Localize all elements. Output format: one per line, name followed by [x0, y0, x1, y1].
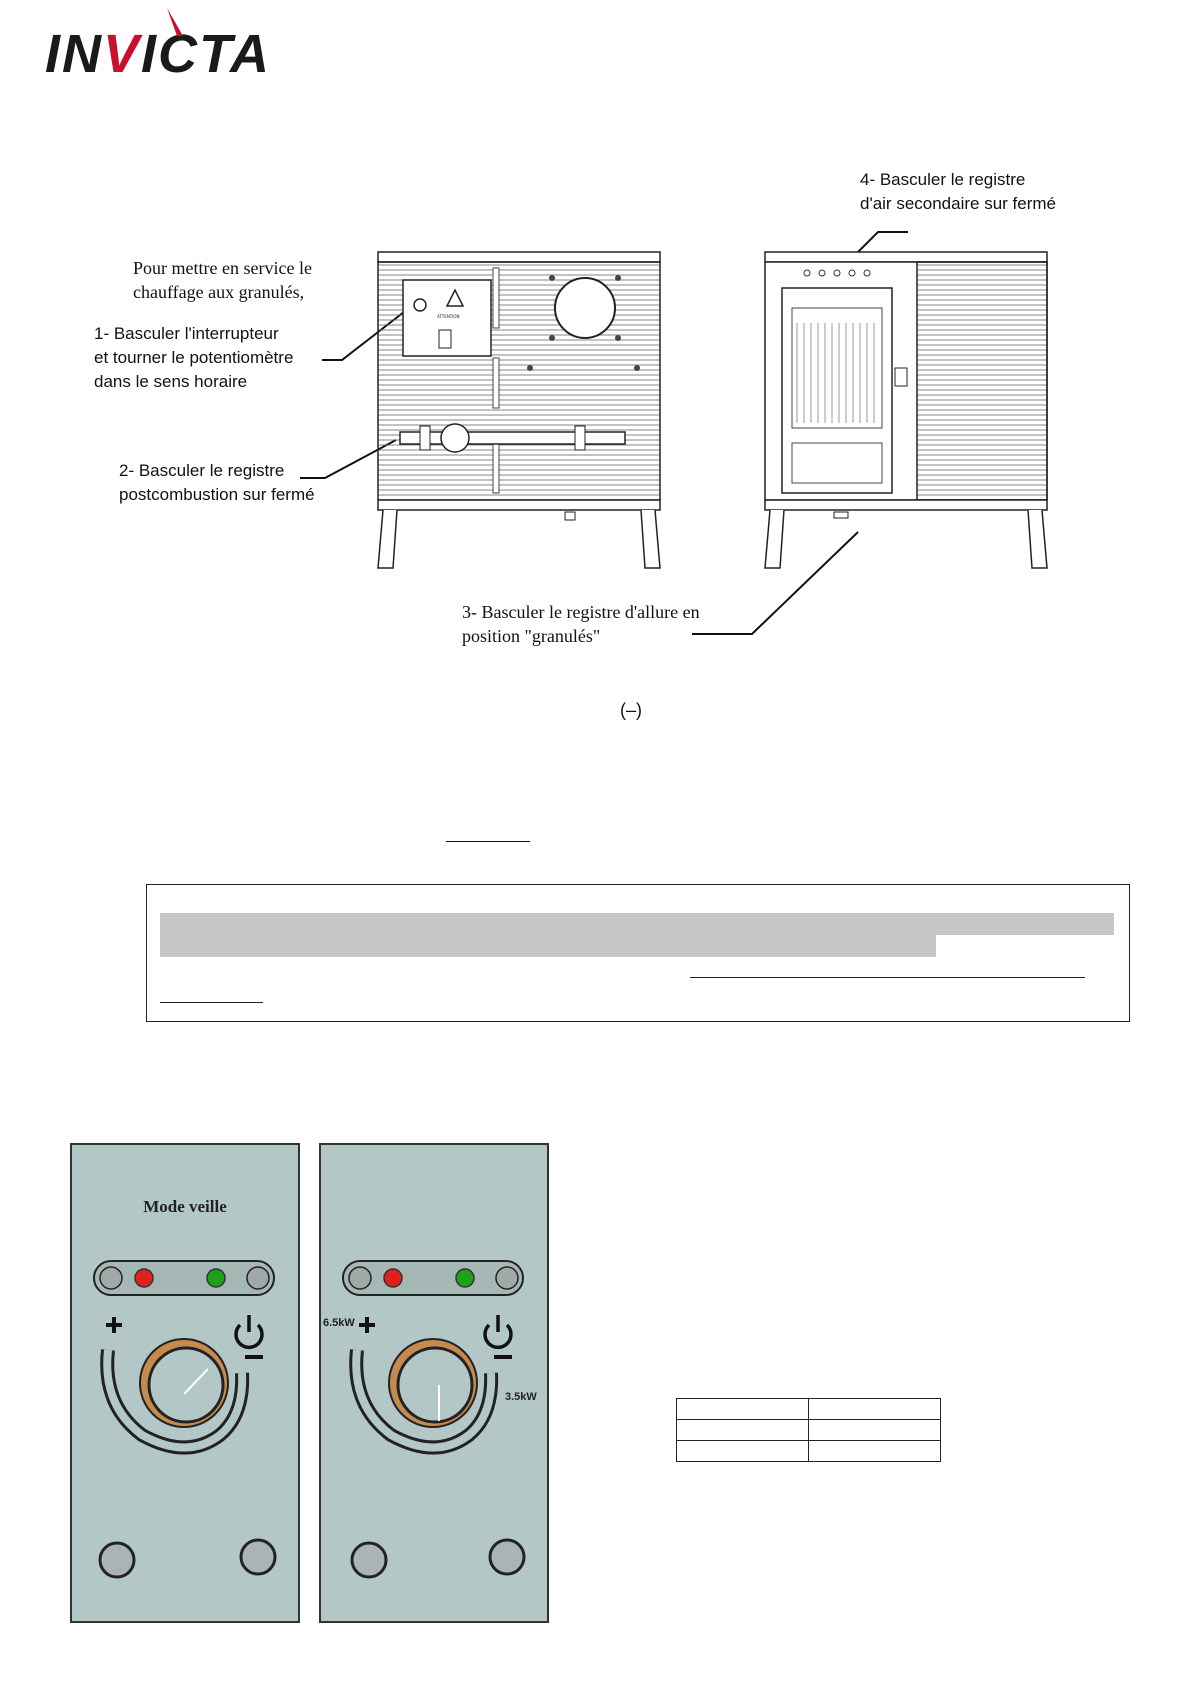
leader-line-step3 — [692, 531, 859, 635]
green-led-icon — [206, 1268, 226, 1288]
green-led-icon — [455, 1268, 475, 1288]
power-table — [676, 1398, 941, 1462]
highlight-bar-2 — [160, 935, 936, 957]
red-led-icon — [383, 1268, 403, 1288]
power-icon — [483, 1323, 513, 1350]
invicta-logo: INVICTA — [45, 8, 325, 88]
red-led-icon — [134, 1268, 154, 1288]
underline-stub — [446, 841, 530, 842]
note-underline-2 — [160, 1002, 263, 1003]
min-power-label: 3.5kW — [505, 1391, 537, 1403]
max-power-label: 6.5kW — [323, 1317, 355, 1329]
note-underline-1 — [690, 977, 1085, 978]
right-button-icon — [239, 1538, 277, 1576]
stove-front-view: ATTENTION — [377, 251, 661, 569]
power-icon — [234, 1323, 264, 1350]
control-panel-power: 6.5kW 3.5kW — [319, 1143, 549, 1623]
highlight-bar-1 — [160, 913, 1114, 935]
table-row — [676, 1440, 941, 1462]
leader-line-step2 — [300, 439, 397, 479]
control-panel-power-graphic — [342, 1260, 526, 1579]
right-button-icon — [488, 1538, 526, 1576]
stove-side-view — [764, 251, 1048, 569]
plus-icon — [359, 1317, 375, 1333]
svg-text:ATTENTION: ATTENTION — [437, 314, 460, 319]
left-button-icon — [350, 1541, 388, 1579]
standby-mode-title: Mode veille — [143, 1197, 227, 1216]
table-row — [676, 1419, 941, 1441]
control-panel-standby: Mode veille — [70, 1143, 300, 1623]
control-panel-standby-graphic — [93, 1260, 277, 1579]
logo-flame-icon — [167, 8, 183, 36]
note-box — [146, 884, 1130, 1022]
plus-icon — [106, 1317, 122, 1333]
logo-wordmark: INVICTA — [45, 24, 272, 84]
figure-caption: (–) — [620, 700, 642, 720]
table-row — [676, 1398, 941, 1420]
control-panel-plate — [402, 279, 492, 357]
left-button-icon — [98, 1541, 136, 1579]
